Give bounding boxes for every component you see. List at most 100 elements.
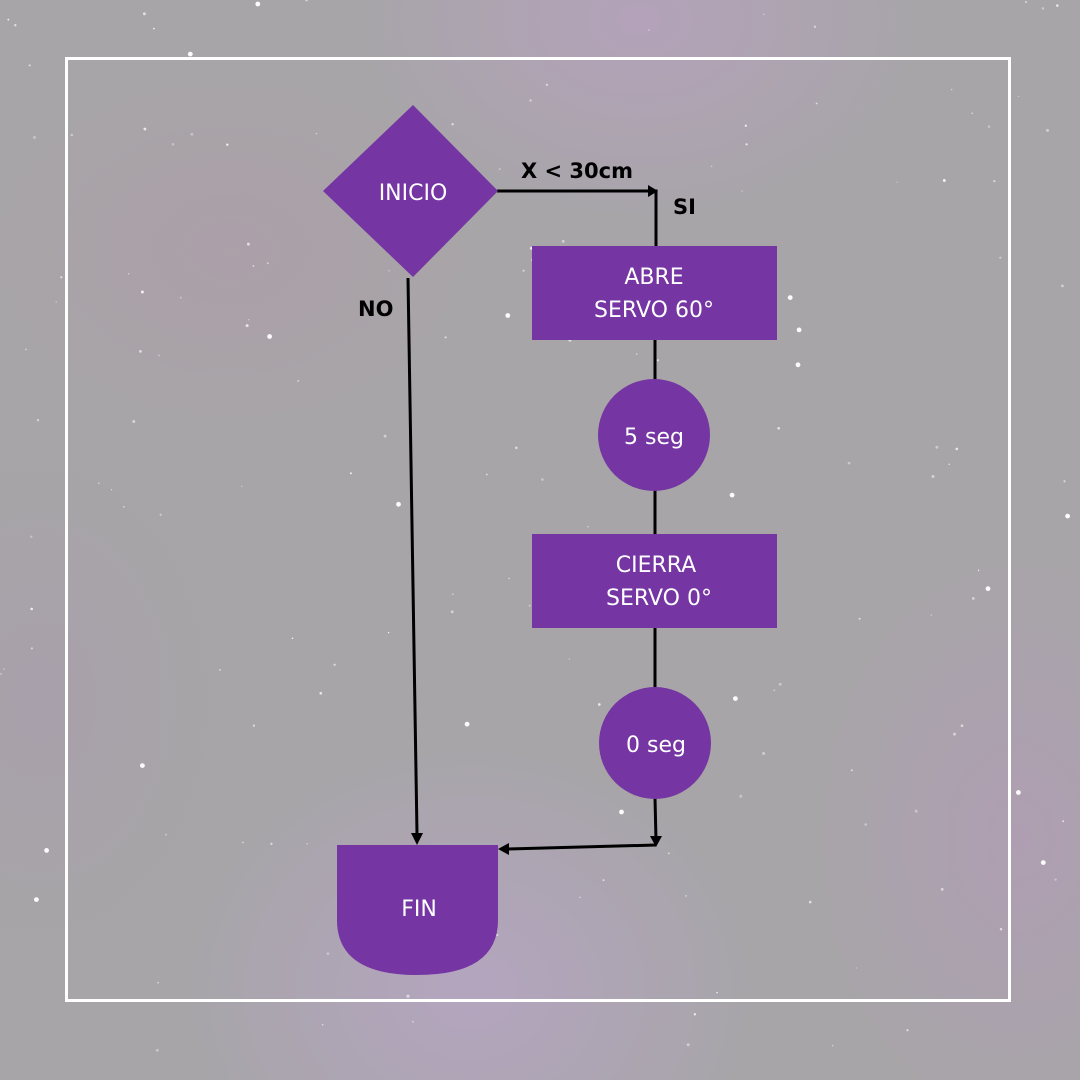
star — [930, 614, 933, 616]
arrowhead-no — [411, 833, 423, 845]
star — [977, 569, 980, 572]
star — [241, 485, 243, 488]
close-servo-line-2: SERVO 0° — [606, 586, 712, 611]
star — [656, 359, 660, 362]
star — [1016, 790, 1021, 795]
node-wait-5: 5 seg — [598, 379, 710, 491]
star — [140, 763, 145, 768]
star — [693, 1013, 697, 1016]
star — [219, 668, 221, 671]
star — [741, 190, 743, 192]
star — [716, 991, 718, 994]
star — [940, 888, 944, 891]
star — [496, 933, 499, 937]
star — [545, 83, 549, 86]
open-servo-line-1: ABRE — [624, 265, 683, 290]
edges — [406, 185, 662, 855]
star — [850, 769, 853, 772]
star — [906, 1029, 909, 1032]
star — [896, 181, 898, 183]
star — [1045, 128, 1050, 132]
star — [999, 927, 1003, 931]
star — [808, 900, 812, 904]
star — [993, 179, 996, 183]
star — [522, 269, 525, 272]
star — [813, 25, 817, 28]
star — [498, 168, 501, 171]
star — [1017, 95, 1020, 98]
star — [255, 1, 261, 7]
star — [315, 132, 318, 135]
star — [246, 242, 250, 246]
star — [159, 513, 162, 516]
star — [291, 637, 294, 640]
star — [1025, 1, 1027, 3]
star — [796, 327, 802, 333]
star — [179, 296, 182, 299]
edge-start-to-open-servo — [497, 189, 658, 246]
star — [383, 434, 387, 438]
star — [270, 842, 273, 846]
star — [529, 99, 532, 102]
star — [444, 336, 447, 339]
node-close-servo: CIERRA SERVO 0° — [532, 534, 777, 628]
star — [636, 353, 638, 355]
star — [999, 256, 1002, 259]
star — [155, 1048, 159, 1052]
star — [387, 631, 390, 634]
star — [541, 478, 544, 481]
star — [815, 102, 818, 105]
star — [30, 535, 33, 538]
star — [485, 473, 488, 476]
star — [143, 127, 147, 131]
star — [319, 691, 323, 695]
star — [568, 658, 571, 660]
node-end: FIN — [337, 845, 498, 975]
arrowhead-join — [498, 843, 509, 855]
star — [305, 0, 308, 2]
open-servo-line-2: SERVO 60° — [594, 298, 714, 323]
star — [226, 143, 229, 146]
edge-wait-0-down — [653, 797, 658, 841]
star — [745, 143, 748, 146]
decision-diamond — [323, 105, 498, 277]
star — [778, 682, 782, 686]
wait-circle — [599, 687, 711, 799]
star — [763, 13, 765, 16]
wait-circle — [598, 379, 710, 491]
star — [528, 604, 531, 607]
star — [935, 445, 939, 449]
star — [987, 125, 991, 128]
star — [948, 463, 950, 465]
star — [1061, 284, 1064, 288]
star — [44, 848, 49, 853]
star — [955, 447, 959, 451]
star — [297, 380, 299, 382]
star — [831, 1044, 834, 1047]
condition-label: X < 30cm — [521, 159, 633, 183]
star — [60, 276, 63, 279]
star — [648, 29, 650, 31]
star — [744, 124, 747, 127]
star — [960, 724, 964, 728]
star — [411, 1020, 414, 1023]
star — [942, 179, 946, 182]
process-box — [532, 534, 777, 628]
star — [971, 597, 975, 600]
star — [153, 27, 155, 30]
star — [787, 295, 793, 300]
star — [985, 586, 991, 592]
star — [856, 967, 858, 969]
star — [971, 112, 974, 115]
process-box — [532, 246, 777, 340]
star — [139, 350, 142, 353]
star — [597, 703, 601, 706]
wait-5-label: 5 seg — [624, 425, 684, 450]
star — [187, 51, 193, 57]
arrowhead-yes — [648, 185, 658, 197]
star — [252, 265, 255, 267]
star — [388, 269, 390, 272]
star — [451, 593, 454, 596]
star — [602, 879, 605, 881]
